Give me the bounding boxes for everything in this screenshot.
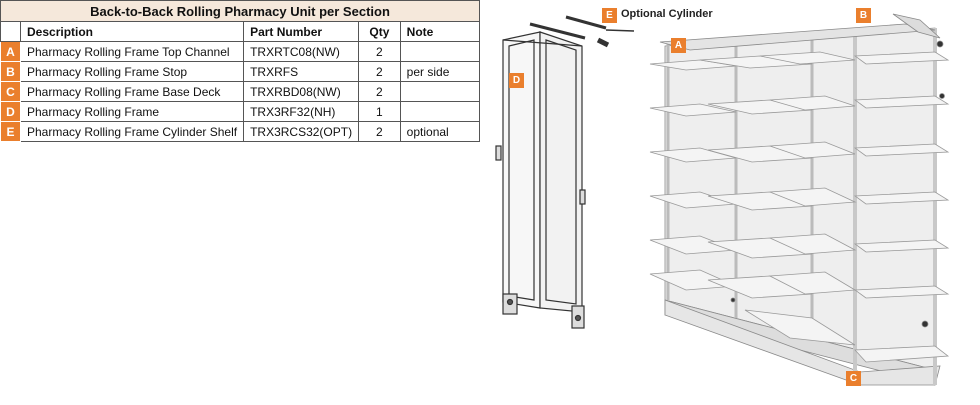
callout-badge-a: A xyxy=(671,38,686,53)
callout-badge-d: D xyxy=(509,73,524,88)
row-qty: 2 xyxy=(358,121,401,142)
row-description: Pharmacy Rolling Frame xyxy=(19,101,245,122)
shelving-unit-drawing xyxy=(649,13,950,386)
table-row: C Pharmacy Rolling Frame Base Deck TRXRB… xyxy=(0,81,481,102)
table-title: Back-to-Back Rolling Pharmacy Unit per S… xyxy=(0,0,480,22)
callout-badge-c: C xyxy=(846,371,861,386)
row-note: per side xyxy=(399,61,481,82)
row-part-number: TRX3RF32(NH) xyxy=(243,101,360,122)
row-letter-badge: D xyxy=(0,101,21,122)
row-letter-badge: C xyxy=(0,81,21,102)
table-row: B Pharmacy Rolling Frame Stop TRXRFS 2 p… xyxy=(0,61,481,82)
table-row: E Pharmacy Rolling Frame Cylinder Shelf … xyxy=(0,121,481,142)
table-row: D Pharmacy Rolling Frame TRX3RF32(NH) 1 xyxy=(0,101,481,122)
row-description: Pharmacy Rolling Frame Base Deck xyxy=(19,81,245,102)
parts-table: Back-to-Back Rolling Pharmacy Unit per S… xyxy=(0,0,481,142)
row-letter-badge: E xyxy=(0,121,21,142)
header-part-number: Part Number xyxy=(243,21,360,42)
optional-cylinder-label: Optional Cylinder xyxy=(621,8,713,20)
row-part-number: TRX3RCS32(OPT) xyxy=(243,121,360,142)
row-letter-badge: B xyxy=(0,61,21,82)
rolling-frame-drawing xyxy=(495,15,635,329)
row-description: Pharmacy Rolling Frame Top Channel xyxy=(19,41,245,62)
row-description: Pharmacy Rolling Frame Stop xyxy=(19,61,245,82)
callout-badge-b: B xyxy=(856,8,871,23)
row-part-number: TRXRFS xyxy=(243,61,360,82)
row-note: optional xyxy=(399,121,481,142)
row-description: Pharmacy Rolling Frame Cylinder Shelf xyxy=(19,121,245,142)
callout-badge-e: E xyxy=(602,8,617,23)
